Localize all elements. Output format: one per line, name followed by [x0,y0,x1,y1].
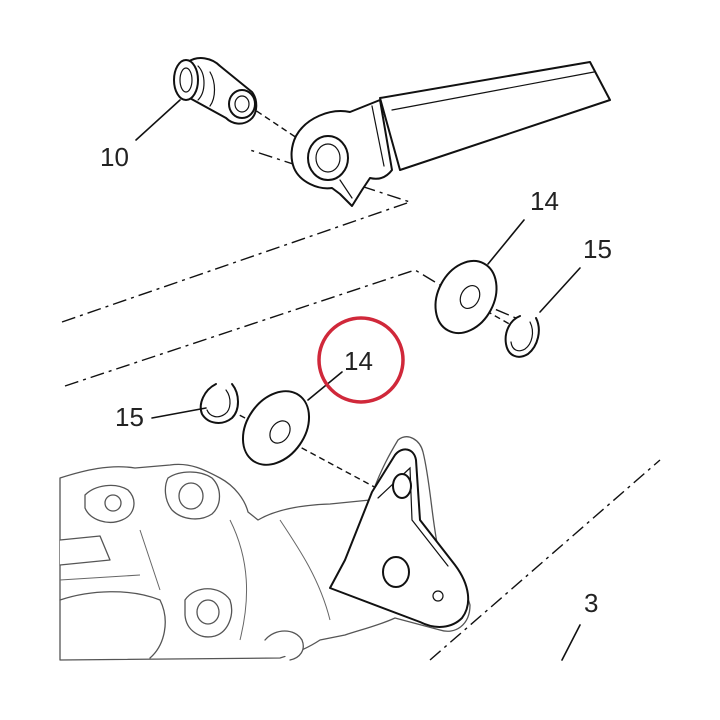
frame-casting [59,436,471,661]
label-part-14-circled: 14 [344,346,373,376]
pivot-pin [173,57,258,125]
washer-lower [241,390,311,466]
label-part-3: 3 [584,588,598,618]
leader-lines [135,99,581,661]
upper-arm [290,61,611,207]
linkage-bracket [329,448,470,628]
highlight-circle [317,316,405,404]
label-part-10: 10 [100,142,129,172]
circlip-lower [199,383,239,424]
label-part-14-upper: 14 [530,186,559,216]
circlip-upper [504,315,540,358]
label-part-15-lower: 15 [115,402,144,432]
washer-upper [434,259,498,335]
label-part-15-upper: 15 [583,234,612,264]
